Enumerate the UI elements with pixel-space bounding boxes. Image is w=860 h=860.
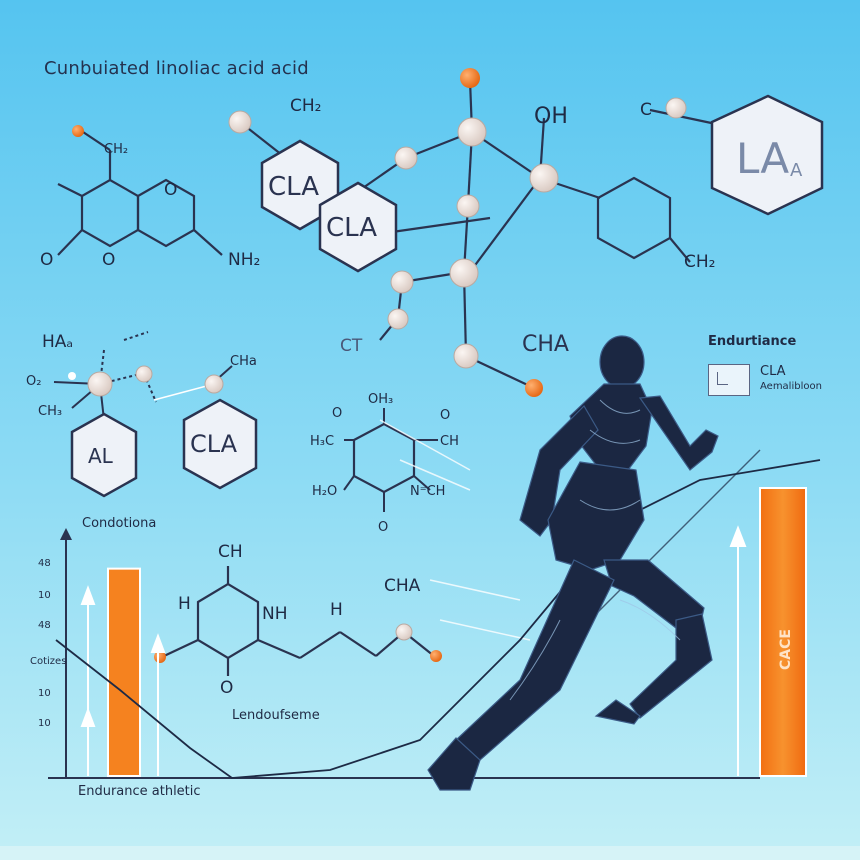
formula-h: H [178, 594, 191, 614]
formula-nh2: NH₂ [228, 250, 261, 270]
formula-o3: O [164, 180, 178, 200]
bar-label: CACE [778, 629, 794, 670]
runner-muscle-lines [509, 399, 681, 701]
formula-oh-top: OH [534, 104, 568, 129]
condotiona-label: Condotiona [82, 516, 157, 531]
growth-arrows [80, 525, 747, 776]
formula-ch-a: CH [440, 434, 459, 449]
formula-nh: NH [262, 604, 288, 624]
formula-ct: CT [340, 336, 363, 356]
hexagon-la-label: LA [736, 134, 790, 183]
hexagon-cla-2 [318, 181, 398, 273]
formula-h-chain: H [330, 600, 343, 620]
legend-swatch [708, 364, 750, 396]
pyridine-bonds [343, 408, 438, 512]
hexagon-cla-3-label: CLA [190, 430, 238, 458]
formula-o2: O [102, 250, 116, 270]
formula-ch-top: CH [218, 542, 243, 562]
formula-h2o: H₂O [312, 484, 338, 499]
lendoufseme-label: Lendoufseme [232, 708, 320, 723]
fused-ring-molecule [57, 129, 223, 256]
formula-c-right: C [640, 100, 652, 120]
formula-o-a: O [332, 406, 343, 421]
formula-o1: O [40, 250, 54, 270]
bars [107, 487, 807, 778]
speed-lines [379, 419, 531, 641]
x-axis-label: Endurance athletic [78, 784, 201, 799]
endurance-heading: Endurtiance [708, 334, 797, 349]
formula-ch2-left: CH₂ [104, 142, 129, 157]
formula-o-bottom: O [220, 678, 234, 698]
hexagon-cla-2-label: CLA [326, 213, 378, 243]
hexagon-cla-1-label: CLA [268, 172, 320, 202]
page-title: Cunbuiated linoliac acid acid [44, 58, 309, 79]
formula-ch3: CH₃ [38, 404, 63, 419]
bond [669, 237, 691, 263]
al-atoms [68, 365, 224, 397]
formula-o-c: O [378, 520, 389, 535]
la-molecule [649, 94, 824, 216]
formula-o-b: O [440, 408, 451, 423]
atom [430, 650, 442, 662]
chart [48, 449, 821, 779]
formula-oh3: OH₃ [368, 392, 394, 407]
y-axis-label: Cotizes [30, 656, 67, 667]
runner-figure [427, 335, 719, 791]
hexagon-al [70, 412, 138, 498]
hexagon-cla-3 [182, 398, 258, 490]
chain-molecule [163, 566, 435, 676]
formula-h3c: H₃C [310, 434, 335, 449]
formula-ha: HAₐ [42, 332, 74, 352]
y-tick-label: 48 [38, 558, 51, 569]
y-tick-label: 48 [38, 620, 51, 631]
atom [72, 125, 84, 137]
bar [107, 567, 141, 778]
y-tick-label: 10 [38, 590, 51, 601]
y-tick-label: 10 [38, 688, 51, 699]
atom [395, 623, 413, 641]
trend-line [55, 459, 821, 779]
formula-ch2-right: CH₂ [684, 252, 716, 272]
y-axis-arrow [60, 528, 72, 540]
formula-o2-left: O₂ [26, 374, 42, 389]
formula-ch2-top: CH₂ [290, 96, 322, 116]
y-tick-label: 10 [38, 718, 51, 729]
formula-nch: N⁼CH [410, 484, 446, 499]
legend-sub: Aemalibloon [760, 381, 822, 392]
formula-cha-mid: CHa [230, 354, 257, 369]
hexagon-al-label: AL [88, 444, 113, 468]
legend-cla: CLA [760, 364, 786, 379]
bottom-strip [0, 846, 860, 860]
central-atoms [228, 68, 559, 397]
bar [759, 487, 807, 777]
formula-cha-runner: CHA [522, 332, 569, 357]
formula-cha-chain: CHA [384, 576, 421, 596]
hexagon-la-sublabel: A [790, 160, 803, 181]
